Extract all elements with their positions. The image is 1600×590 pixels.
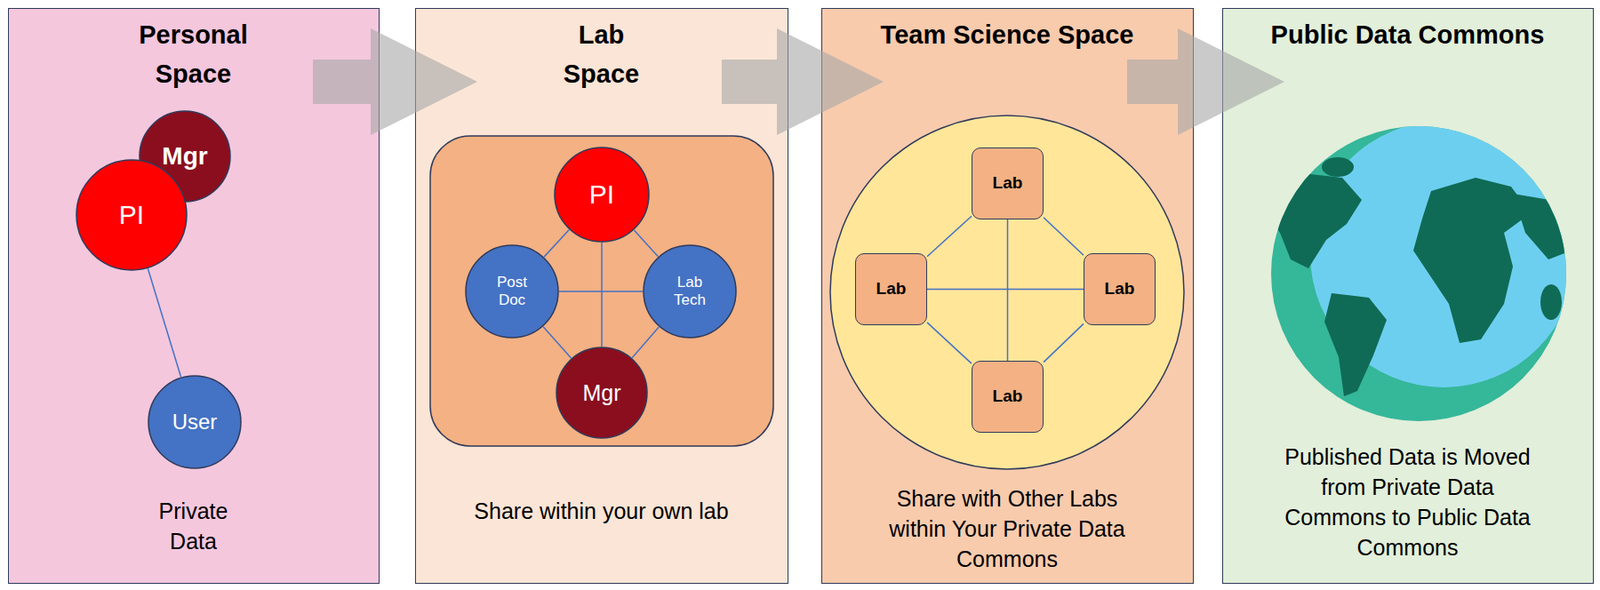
lab-label: Lab <box>992 386 1024 408</box>
role-label: User <box>172 409 218 436</box>
space-panel: LabLabLabLabTeam Science SpaceShare with… <box>821 8 1194 584</box>
role-label: Mgr <box>582 379 621 407</box>
lab-box: Lab <box>1083 253 1156 326</box>
role-label: PI <box>589 178 615 211</box>
flow-block-arrow <box>1127 28 1285 136</box>
link-line <box>633 230 658 257</box>
lab-label: Lab <box>876 279 907 300</box>
link-line <box>1043 217 1084 256</box>
lab-box: Lab <box>971 360 1044 433</box>
panel-heading: Lab Space <box>557 15 647 94</box>
globe-icon <box>1266 120 1577 422</box>
link-line <box>632 327 659 359</box>
role-label: PI <box>119 199 144 232</box>
link-line <box>147 268 181 377</box>
panel-heading: Public Data Commons <box>1230 15 1586 55</box>
role-circle: Post Doc <box>464 244 560 339</box>
role-label: Mgr <box>161 141 208 172</box>
panel-caption: Private Data <box>136 496 252 557</box>
link-line <box>1043 323 1084 362</box>
commons-circle <box>830 115 1184 470</box>
role-label: Lab Tech <box>667 273 712 311</box>
role-circle: User <box>147 375 242 470</box>
lab-label: Lab <box>992 173 1024 194</box>
panel-heading: Team Science Space <box>829 15 1185 55</box>
lab-box: Lab <box>855 253 928 326</box>
link-line <box>600 242 603 347</box>
space-panel: PI Post Doc Lab TechMgr Lab SpaceShare with… <box>415 8 789 584</box>
flow-block-arrow <box>312 28 478 136</box>
panel-heading: Personal Space <box>118 15 270 94</box>
flow-block-arrow <box>721 28 884 136</box>
space-panel: MgrPI User Personal SpacePrivate Data <box>8 8 380 584</box>
panel-caption: Published Data is Moved from Private Dat… <box>1270 441 1546 563</box>
link-line <box>544 230 569 258</box>
lab-label: Lab <box>1104 279 1136 300</box>
link-line <box>927 216 972 256</box>
link-line <box>559 290 643 293</box>
role-circle: PI <box>75 159 188 272</box>
panel-caption: Share within your own lab <box>472 496 731 527</box>
role-circle: PI <box>553 146 650 243</box>
role-label: Post Doc <box>489 273 535 311</box>
link-line <box>1007 219 1009 361</box>
role-circle: Mgr <box>555 346 648 440</box>
lab-box: Lab <box>971 147 1044 220</box>
link-line <box>927 322 972 364</box>
space-panel: Public Data CommonsPublished Data is Mov… <box>1222 8 1594 584</box>
lab-group-box <box>430 136 774 447</box>
link-line <box>927 288 1084 291</box>
role-circle: Lab Tech <box>642 244 737 339</box>
link-line <box>543 327 571 359</box>
panel-caption: Share with Other Labs within Your Privat… <box>869 483 1145 575</box>
